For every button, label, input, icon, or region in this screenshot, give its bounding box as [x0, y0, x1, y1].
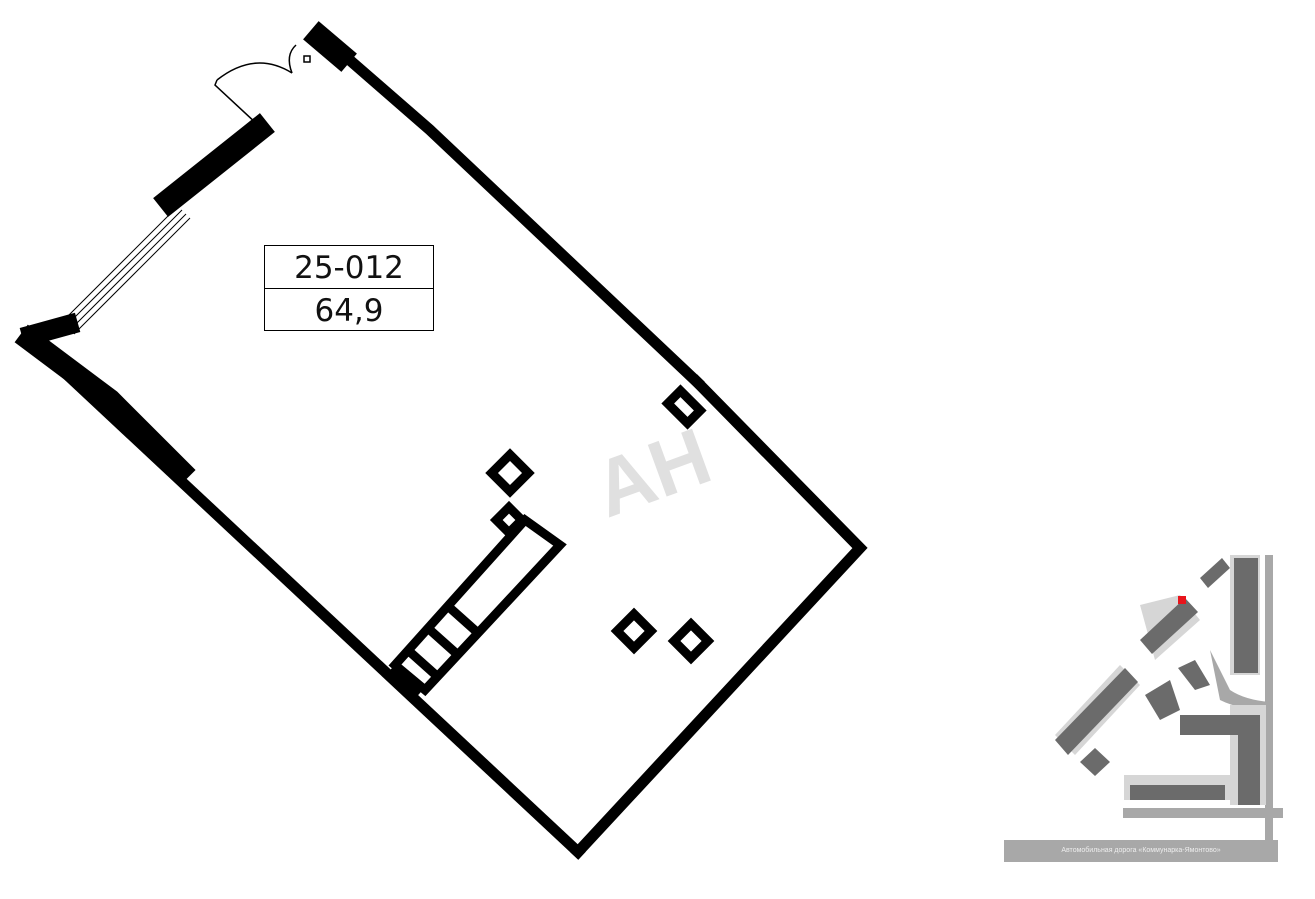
unit-label: 25-012 64,9	[264, 245, 434, 331]
watermark: АН	[583, 411, 722, 534]
road-label: Автомобильная дорога «Коммунарка-Ямонтов…	[1061, 847, 1221, 854]
unit-number: 25-012	[265, 246, 433, 289]
walls	[14, 21, 868, 860]
highlighted-unit	[1178, 596, 1186, 604]
door	[214, 44, 311, 126]
buildings	[1055, 558, 1260, 805]
unit-area: 64,9	[314, 293, 384, 329]
window	[61, 205, 191, 335]
partition	[388, 513, 567, 697]
site-plan	[1004, 555, 1283, 862]
roads	[1004, 555, 1283, 862]
